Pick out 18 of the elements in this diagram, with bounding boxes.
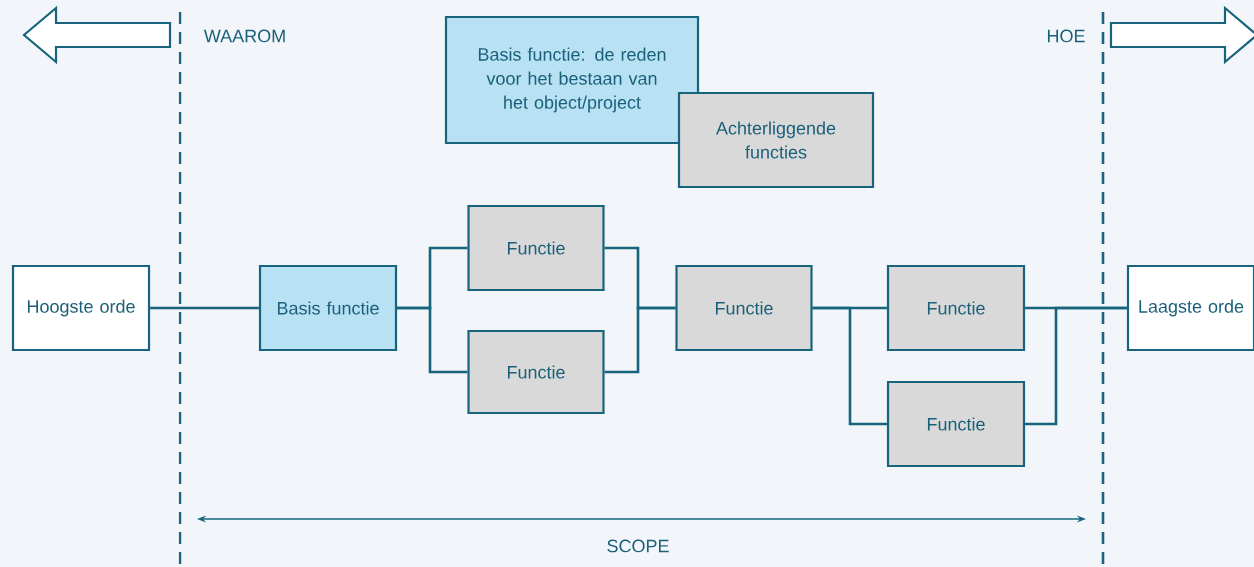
basic-function-box: Basis functie: de reden voor het bestaan van het object/project xyxy=(444,15,700,145)
function-box: Functie xyxy=(886,264,1026,352)
connector-line xyxy=(812,306,887,426)
connector-line xyxy=(150,306,259,310)
basic-function-box: Basis functie xyxy=(258,264,398,352)
heading-label: HOE xyxy=(1047,29,1085,43)
scope-label: SCOPE xyxy=(607,539,669,553)
connector-line xyxy=(397,306,468,374)
function-box: Functie xyxy=(467,204,605,292)
end-box: Hoogste orde xyxy=(11,264,151,352)
end-box: Laagste orde xyxy=(1126,264,1254,352)
function-box: Functie xyxy=(886,380,1026,468)
heading-label: WAAROM xyxy=(203,29,285,43)
function-box: Achterliggende functies xyxy=(677,91,875,189)
function-box: Functie xyxy=(467,329,605,415)
connector-line xyxy=(604,306,676,374)
connector-line xyxy=(1025,306,1127,426)
function-box: Functie xyxy=(675,264,813,352)
